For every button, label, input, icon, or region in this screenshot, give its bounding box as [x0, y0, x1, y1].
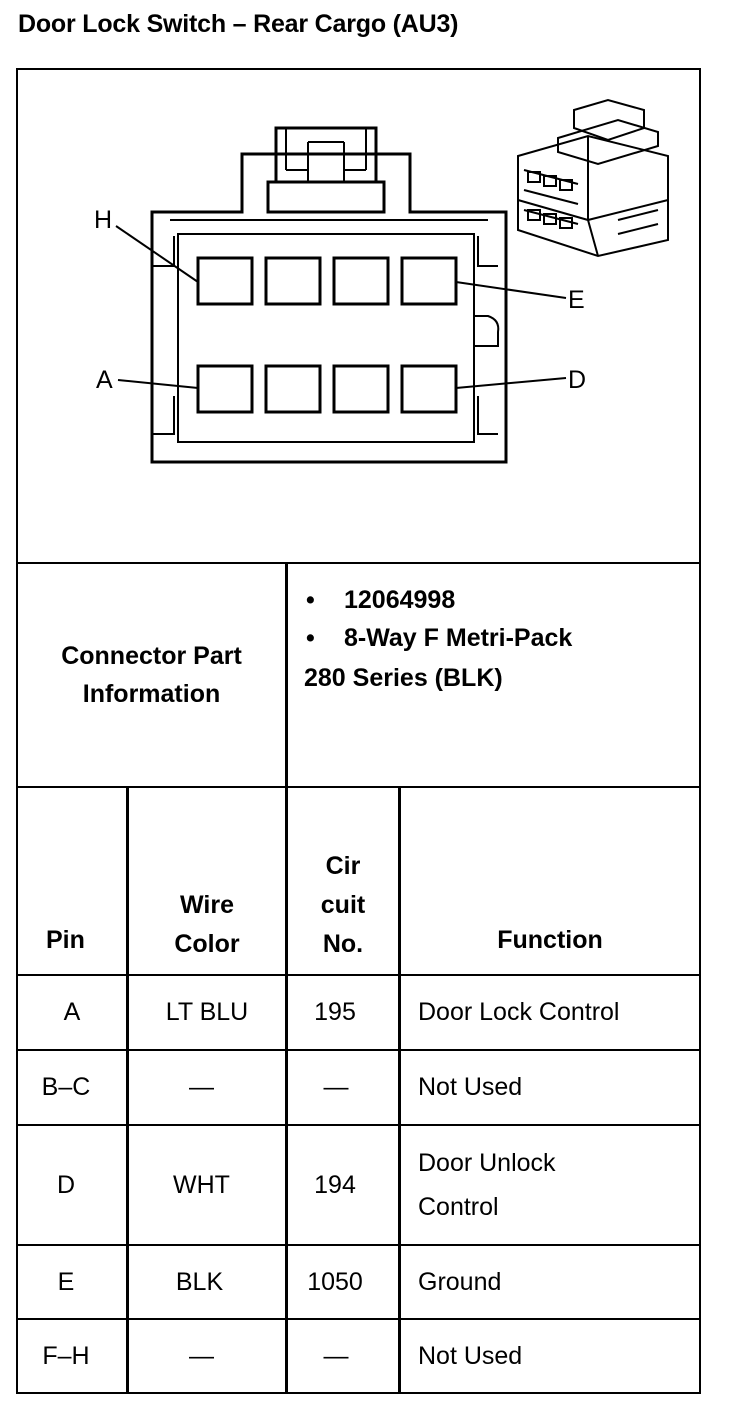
header-wire-color-line1: Wire — [180, 891, 234, 919]
pin-label-h: H — [94, 206, 113, 234]
table-row-circuit: — — [323, 1341, 349, 1370]
page-title: Door Lock Switch – Rear Cargo (AU3) — [18, 10, 459, 38]
table-row-pin: B–C — [41, 1073, 91, 1101]
table-row-pin: E — [57, 1267, 75, 1296]
divider — [16, 1124, 701, 1126]
divider — [16, 1392, 701, 1394]
header-circuit: Cir cuit No. — [288, 847, 398, 964]
table-row-color: BLK — [175, 1267, 224, 1296]
table-row-circuit: 195 — [314, 998, 356, 1026]
header-pin: Pin — [46, 926, 85, 954]
connector-info-label-line1: Connector Part — [61, 642, 242, 670]
connector-diagram: H A E D — [18, 70, 699, 564]
pin-label-e: E — [568, 286, 585, 314]
header-function: Function — [497, 926, 603, 954]
table-row-function: Not Used — [418, 1073, 523, 1101]
header-wire-color: Wire Color — [129, 886, 285, 964]
divider — [16, 1318, 701, 1320]
divider — [398, 788, 401, 1394]
divider — [16, 786, 701, 788]
divider — [16, 1244, 701, 1246]
divider — [126, 788, 129, 1394]
header-circuit-line2: cuit — [320, 891, 366, 919]
table-row-color: LT BLU — [165, 998, 249, 1026]
table-row-function: Not Used — [418, 1341, 523, 1370]
pin-label-a: A — [96, 366, 113, 394]
part-number: 12064998 — [344, 586, 456, 614]
document-frame — [16, 68, 701, 1394]
bullet-marker: • — [306, 586, 315, 614]
bullet-marker: • — [306, 624, 315, 652]
divider — [16, 1049, 701, 1051]
table-row-color: — — [189, 1341, 214, 1370]
connector-drawing — [115, 98, 669, 464]
divider — [16, 562, 701, 564]
table-row-pin: D — [56, 1170, 76, 1199]
table-row-circuit: — — [323, 1073, 349, 1101]
table-row-circuit: 1050 — [307, 1267, 363, 1296]
pin-label-d: D — [568, 366, 587, 394]
connector-series: 280 Series (BLK) — [304, 664, 503, 692]
table-row-pin: F–H — [42, 1341, 90, 1370]
divider — [16, 974, 701, 976]
table-row-function: Door Unlock Control — [418, 1126, 698, 1244]
function-line2: Control — [418, 1193, 499, 1221]
divider — [285, 564, 288, 1394]
connector-type: 8-Way F Metri-Pack — [344, 624, 573, 652]
table-row-function: Ground — [418, 1267, 502, 1296]
table-row-color: — — [189, 1073, 214, 1101]
table-row-pin: A — [63, 998, 81, 1026]
header-wire-color-line2: Color — [174, 930, 240, 958]
connector-info-label: Connector Part Information — [18, 564, 285, 786]
function-line1: Door Unlock — [418, 1149, 556, 1177]
table-row-function: Door Lock Control — [418, 998, 620, 1026]
table-row-circuit: 194 — [314, 1170, 356, 1199]
table-row-color: WHT — [173, 1170, 230, 1199]
connector-info-label-line2: Information — [82, 680, 221, 708]
header-circuit-line1: Cir — [325, 852, 361, 880]
header-circuit-line3: No. — [322, 930, 364, 958]
